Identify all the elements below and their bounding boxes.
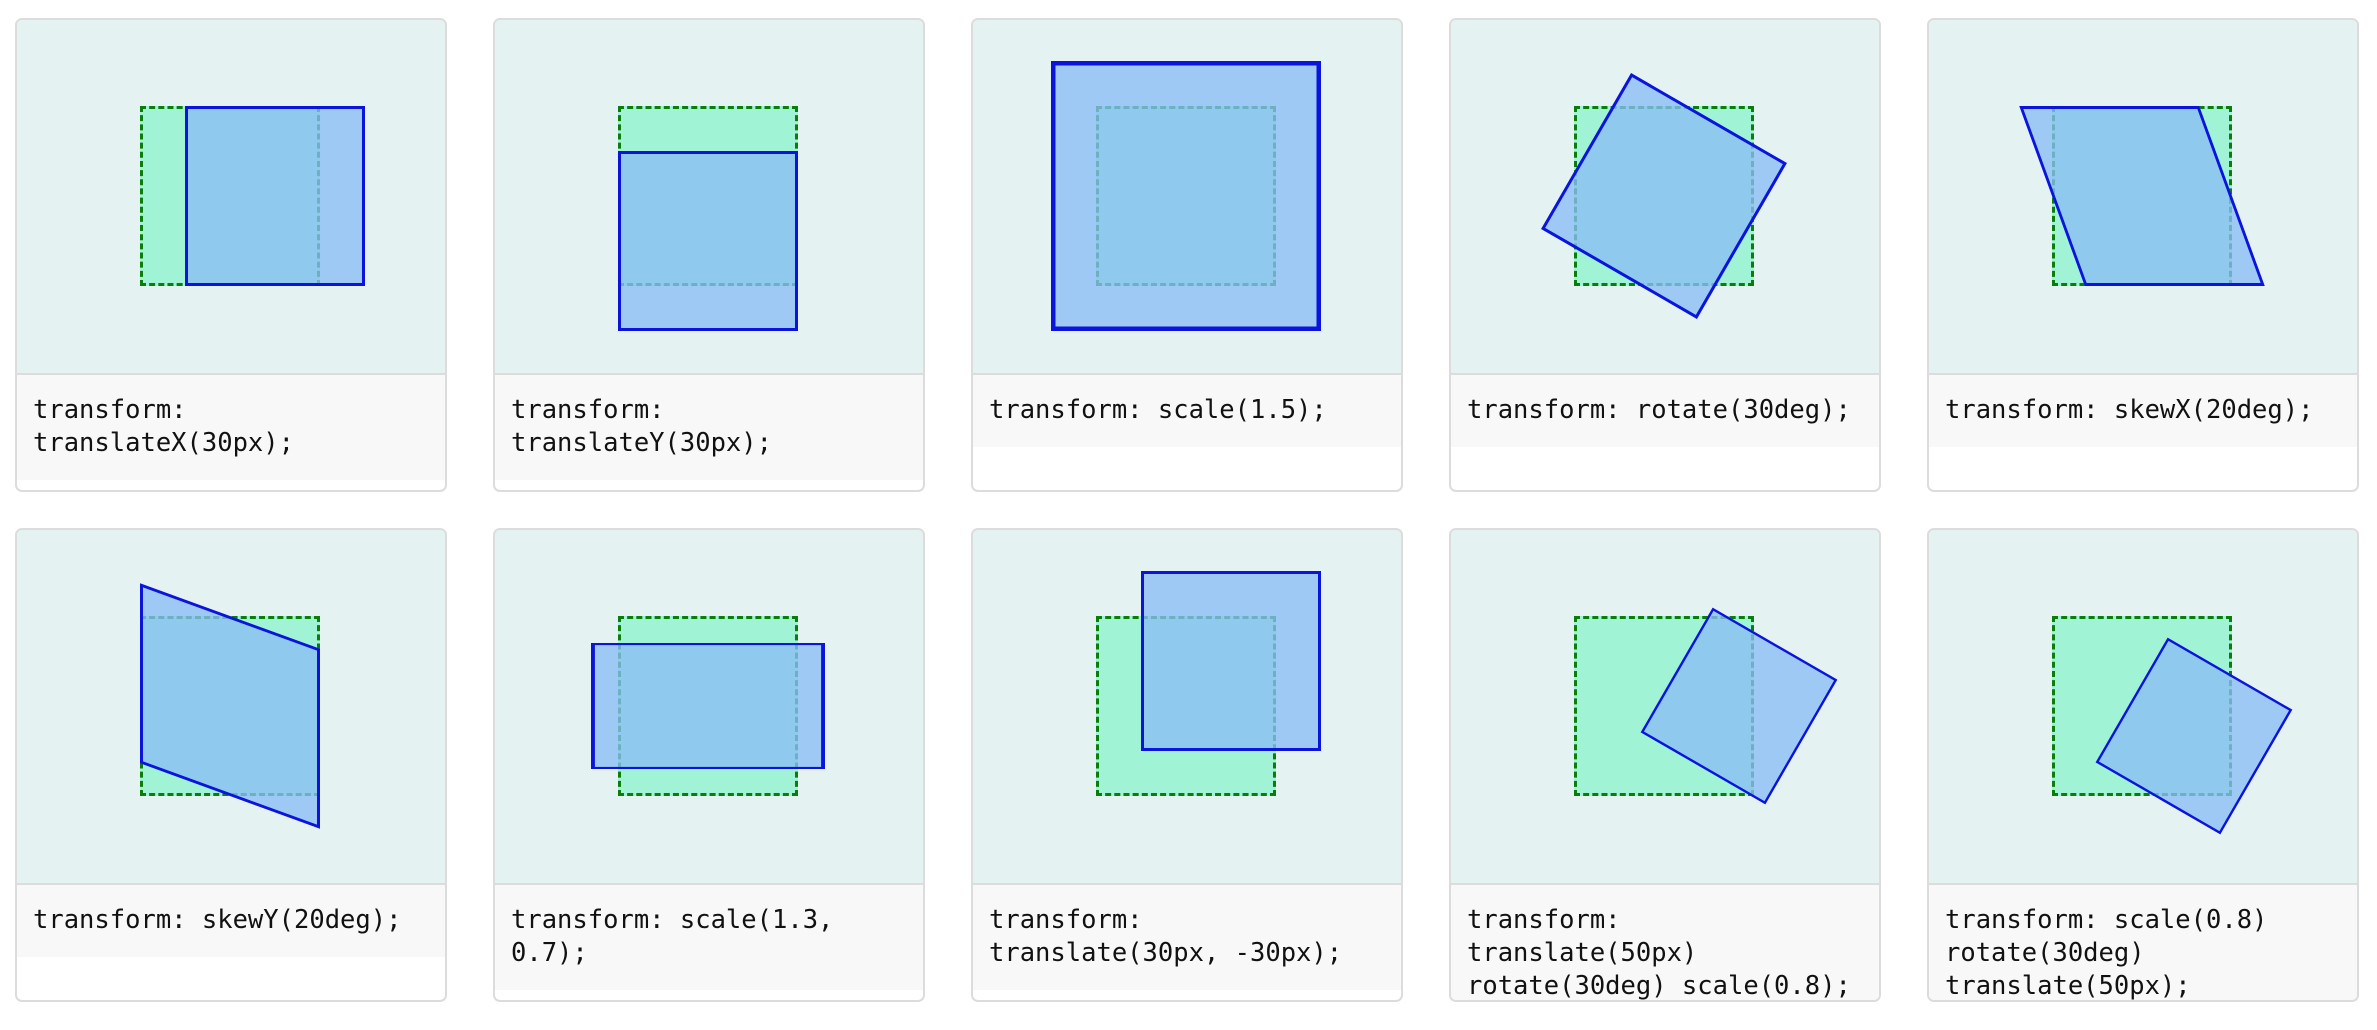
demo-stage [495, 20, 923, 375]
example-card-scale-xy: transform: scale(1.3, 0.7); [493, 528, 925, 1002]
demo-stage [17, 20, 445, 375]
demo-stage [973, 530, 1401, 885]
demo-stage [973, 20, 1401, 375]
demo-stage [1451, 20, 1879, 375]
example-card-translate: transform: translate(30px, -30px); [971, 528, 1403, 1002]
transformed-box [1141, 571, 1321, 751]
example-card-translatex: transform: translateX(30px); [15, 18, 447, 492]
transform-caption: transform: translateY(30px); [495, 375, 923, 480]
transformed-box [185, 106, 365, 286]
transform-caption: transform: scale(0.8) rotate(30deg) tran… [1929, 885, 2357, 1000]
example-card-translate-rotate-scale: transform: translate(50px) rotate(30deg)… [1449, 528, 1881, 1002]
transform-caption: transform: translate(30px, -30px); [973, 885, 1401, 990]
demo-stage [1929, 20, 2357, 375]
transform-caption: transform: scale(1.3, 0.7); [495, 885, 923, 990]
transform-caption: transform: translateX(30px); [17, 375, 445, 480]
example-card-skewy: transform: skewY(20deg); [15, 528, 447, 1002]
demo-stage [1451, 530, 1879, 885]
transformed-box [591, 643, 825, 769]
example-card-skewx: transform: skewX(20deg); [1927, 18, 2359, 492]
example-card-translatey: transform: translateY(30px); [493, 18, 925, 492]
transform-caption: transform: skewX(20deg); [1929, 375, 2357, 447]
transform-examples-grid: transform: translateX(30px); transform: … [15, 18, 2359, 1002]
example-card-scale-rotate-translate: transform: scale(0.8) rotate(30deg) tran… [1927, 528, 2359, 1002]
transform-caption: transform: translate(50px) rotate(30deg)… [1451, 885, 1879, 1000]
transform-caption: transform: scale(1.5); [973, 375, 1401, 447]
transformed-box [1051, 61, 1321, 331]
transformed-box [618, 151, 798, 331]
demo-stage [495, 530, 923, 885]
transform-caption: transform: skewY(20deg); [17, 885, 445, 957]
demo-stage [17, 530, 445, 885]
example-card-scale: transform: scale(1.5); [971, 18, 1403, 492]
demo-stage [1929, 530, 2357, 885]
transform-caption: transform: rotate(30deg); [1451, 375, 1879, 447]
example-card-rotate: transform: rotate(30deg); [1449, 18, 1881, 492]
